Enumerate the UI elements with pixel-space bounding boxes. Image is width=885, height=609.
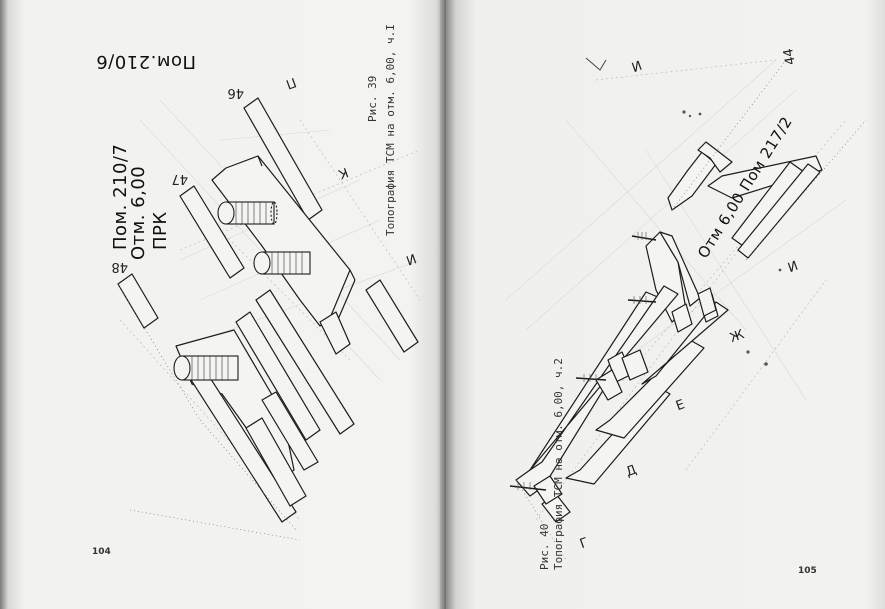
room-label-210-6: Пом.210/6 bbox=[95, 51, 196, 72]
figure-number-39: Рис. 39 bbox=[366, 75, 379, 122]
figure-caption-39: Топография ТСМ на отм. 6,00, ч.I bbox=[384, 24, 397, 236]
isometric-drawing-right bbox=[505, 57, 867, 561]
figure-caption-40: Топография ТСМ на отм. 6,00, ч.2 bbox=[552, 358, 565, 570]
cylinders-left bbox=[173, 201, 311, 381]
left-page: Пом.210/6 ПРК Отм. 6,00 Пом. 210/7 48 47… bbox=[0, 0, 446, 609]
room-label-prk-line2: Отм. 6,00 bbox=[128, 165, 149, 260]
page-number-right: 105 bbox=[798, 566, 817, 576]
axis-label-48: 48 bbox=[111, 259, 128, 274]
axis-label-46: 46 bbox=[227, 85, 244, 100]
axis-label-44: 44 bbox=[781, 47, 799, 66]
page-number-left: 104 bbox=[92, 547, 111, 557]
figure-number-40: Рис. 40 bbox=[538, 523, 551, 570]
room-label-prk-line1: ПРК bbox=[150, 211, 171, 250]
room-label-prk-line3: Пом. 210/7 bbox=[110, 143, 131, 250]
axis-label-47: 47 bbox=[171, 171, 188, 186]
isometric-drawing-left bbox=[117, 97, 421, 541]
right-page: Отм 6,00 Пом 217/2 44 И И Ж Е Д Г Рис. 4… bbox=[446, 0, 885, 609]
